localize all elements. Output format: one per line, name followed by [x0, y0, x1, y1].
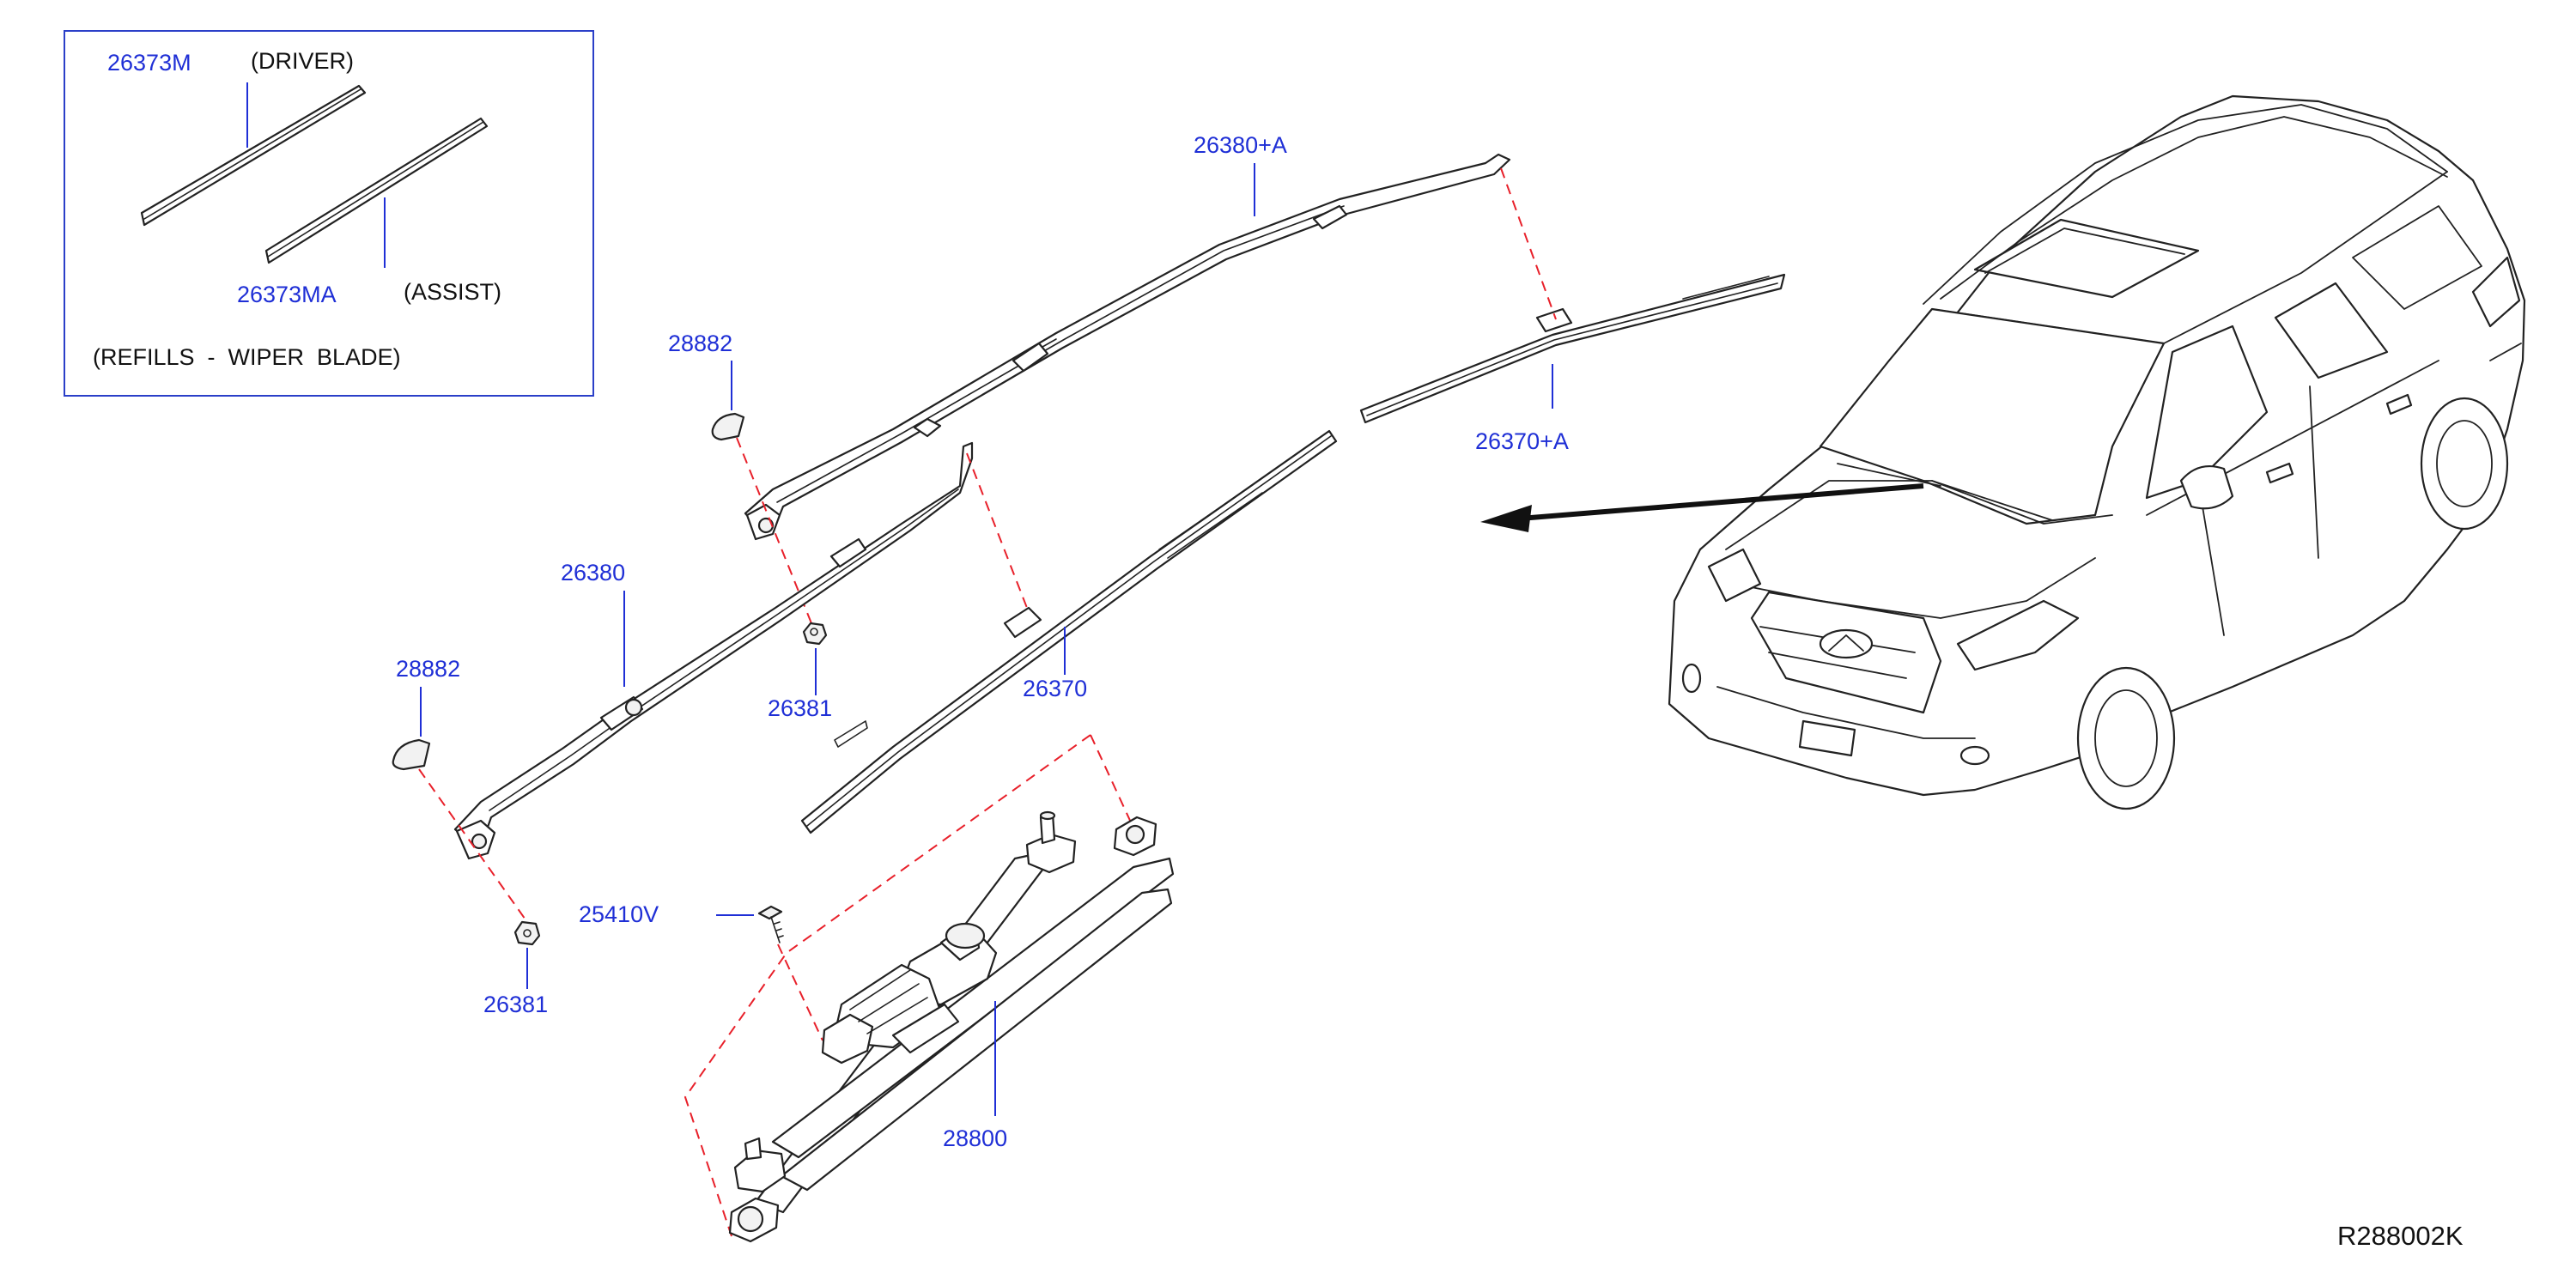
refill-strip-driver [140, 84, 367, 227]
wiper-blade-driver [800, 429, 1338, 834]
location-arrow [1480, 483, 1924, 532]
cap-lower [392, 738, 431, 771]
cap-upper [711, 412, 745, 441]
guide-line-cap-lower [418, 768, 528, 923]
refill-assist-part-number: 26373MA [237, 282, 337, 307]
nut-lower [513, 920, 541, 946]
label-cap-lower: 28882 [396, 656, 460, 682]
wiper-arm-driver [453, 441, 974, 860]
label-nut-lower: 26381 [483, 992, 548, 1017]
refill-inset: 26373M (DRIVER) 26373MA (ASSIST) (REFILL… [64, 30, 594, 397]
label-linkage-motor: 28800 [943, 1125, 1007, 1151]
label-arm-driver: 26380 [561, 560, 625, 585]
label-nut-upper: 26381 [768, 695, 832, 721]
label-cap-upper: 28882 [668, 331, 732, 356]
refill-driver-caption: (DRIVER) [251, 48, 354, 74]
guide-line-assist [1500, 167, 1557, 320]
wiper-blade-assist [1359, 273, 1786, 424]
label-blade-assist: 26370+A [1475, 428, 1569, 454]
diagram-id: R288002K [2337, 1221, 2464, 1251]
label-blade-driver: 26370 [1023, 676, 1087, 701]
bolt [757, 905, 784, 943]
wiper-arm-assist [744, 153, 1511, 541]
label-bolt: 25410V [579, 901, 659, 927]
refill-assist-caption: (ASSIST) [404, 279, 501, 305]
guide-line-driver [966, 452, 1028, 609]
refill-inset-caption: (REFILLS - WIPER BLADE) [93, 344, 401, 370]
refill-driver-part-number: 26373M [107, 50, 191, 76]
guide-line-linkage-frame [683, 734, 1133, 1237]
vehicle-illustration [1668, 94, 2526, 810]
refill-strip-assist [264, 117, 489, 264]
label-arm-assist: 26380+A [1194, 132, 1287, 158]
nut-upper [802, 622, 828, 646]
wiper-linkage-motor [728, 810, 1175, 1243]
blade-clip [834, 720, 868, 748]
guide-line-bolt [777, 943, 823, 1041]
